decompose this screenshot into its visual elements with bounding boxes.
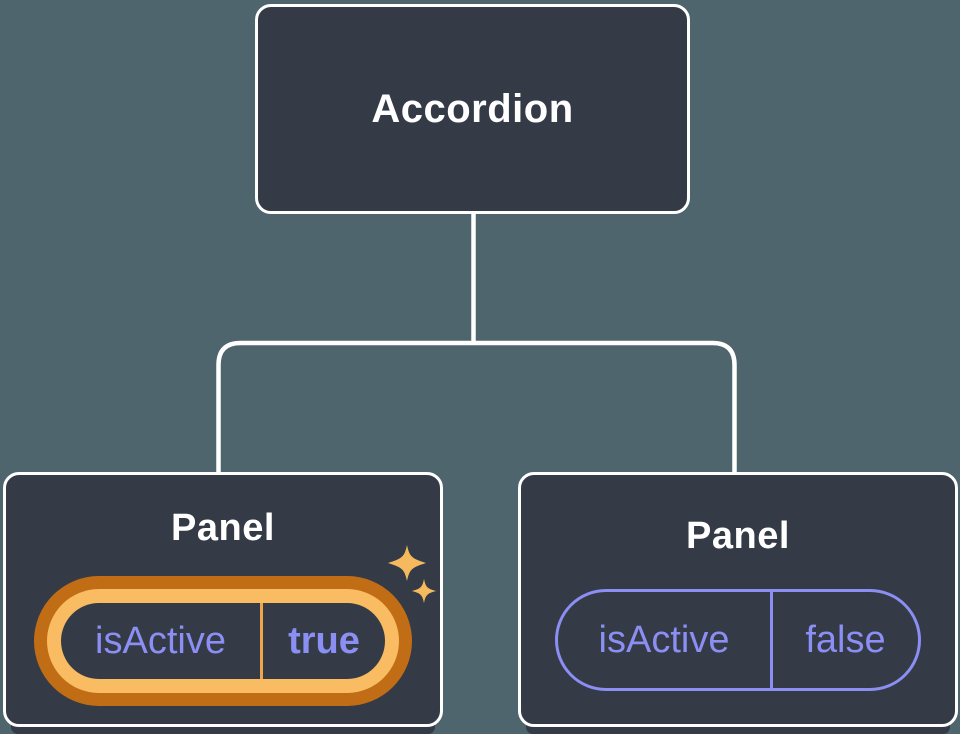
component-label: Panel <box>686 515 790 557</box>
prop-pill-divider <box>770 592 773 688</box>
prop-name: isActive <box>598 618 730 661</box>
prop-value: true <box>288 619 360 662</box>
component-label: Panel <box>171 507 275 549</box>
state-highlight-ring-inner: isActive true <box>47 589 399 693</box>
prop-value: false <box>805 618 886 661</box>
component-box-panel-active: Panel isActive true <box>3 472 443 727</box>
connector-branch <box>216 340 737 472</box>
state-highlight-ring: isActive true <box>34 576 412 706</box>
prop-name: isActive <box>95 619 226 662</box>
prop-pill-divider <box>260 603 263 679</box>
component-box-panel-inactive: Panel isActive false <box>518 472 958 727</box>
component-box-accordion: Accordion <box>255 4 690 214</box>
prop-pill: isActive false <box>555 589 921 691</box>
prop-pill: isActive true <box>61 603 385 679</box>
component-label: Accordion <box>371 86 574 131</box>
